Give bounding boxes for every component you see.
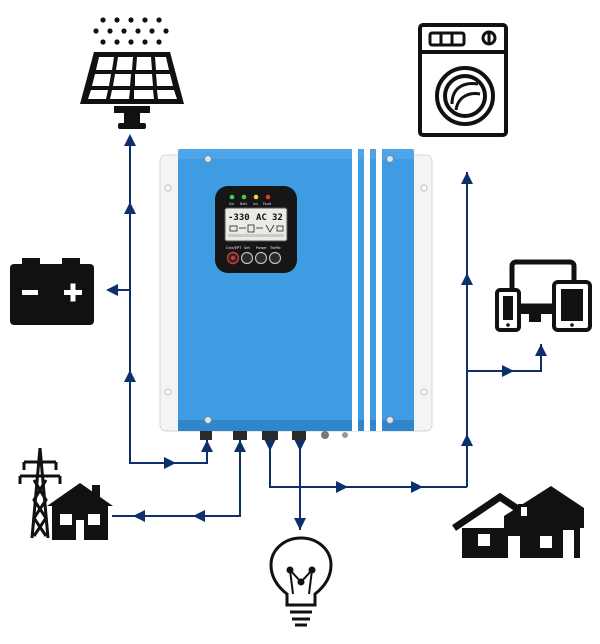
power-button[interactable] bbox=[254, 251, 268, 265]
screw bbox=[386, 416, 394, 424]
button-label-3: Traffic bbox=[269, 246, 281, 250]
led-label-2: Inv bbox=[253, 202, 258, 206]
led-sol bbox=[229, 194, 235, 200]
arrow-up-4 bbox=[234, 440, 246, 452]
grid-line bbox=[112, 440, 241, 517]
led-label-3: Fault bbox=[263, 202, 272, 206]
washing-machine-icon bbox=[418, 23, 508, 137]
arrow-right-2 bbox=[336, 481, 348, 493]
screw bbox=[204, 416, 212, 424]
grid-house-icon bbox=[47, 483, 113, 540]
button-label-2: Power bbox=[256, 246, 267, 250]
arrow-up-6 bbox=[461, 273, 473, 285]
power-grid-icon bbox=[18, 447, 62, 539]
light-bulb-icon bbox=[269, 536, 333, 627]
led-fault bbox=[265, 194, 271, 200]
arrow-up-solar bbox=[124, 134, 136, 146]
led-label-0: Sol bbox=[229, 202, 234, 206]
lcd-value-left: -330 bbox=[228, 213, 250, 223]
devices-icon bbox=[495, 259, 592, 332]
arrow-right-4 bbox=[502, 365, 514, 377]
lcd-flow-icon bbox=[229, 224, 284, 233]
arrow-left-grid bbox=[133, 510, 145, 522]
inverter-unit: Sol Batt Inv Fault -330 AC 32 Grid/EPT S… bbox=[159, 149, 433, 440]
sun-rays-icon bbox=[93, 17, 169, 45]
lcd-screen bbox=[224, 207, 288, 242]
screw bbox=[204, 155, 212, 163]
arrow-left-2 bbox=[193, 510, 205, 522]
screw bbox=[386, 155, 394, 163]
flow-arrows bbox=[106, 134, 547, 530]
battery-icon bbox=[10, 258, 94, 325]
arrow-up-1 bbox=[124, 202, 136, 214]
set-button[interactable] bbox=[240, 251, 254, 265]
solar-panel-icon bbox=[80, 17, 184, 129]
arrow-up-2 bbox=[124, 370, 136, 382]
arrow-down-bulb bbox=[294, 518, 306, 530]
lcd-value-mid: AC bbox=[256, 213, 267, 223]
arrow-up-washer bbox=[461, 172, 473, 184]
arrow-left-battery bbox=[106, 284, 118, 296]
arrow-right-1 bbox=[164, 457, 176, 469]
led-batt bbox=[241, 194, 247, 200]
arrow-up-5 bbox=[461, 434, 473, 446]
led-inv bbox=[253, 194, 259, 200]
load-bus-line bbox=[269, 440, 467, 488]
arrow-down-1 bbox=[264, 439, 276, 451]
bottom-connectors bbox=[200, 431, 348, 440]
arrow-down-2 bbox=[294, 439, 306, 451]
traffic-button[interactable] bbox=[268, 251, 282, 265]
stripe bbox=[376, 149, 382, 431]
arrow-up-devices bbox=[535, 344, 547, 356]
button-label-0: Grid/EPT bbox=[226, 246, 242, 250]
arrow-right-3 bbox=[411, 481, 423, 493]
stripe bbox=[364, 149, 370, 431]
lcd-value-right: 32 bbox=[272, 213, 283, 223]
button-label-1: Set bbox=[244, 246, 250, 250]
led-label-1: Batt bbox=[240, 202, 248, 206]
houses-icon bbox=[452, 486, 584, 558]
stripe bbox=[352, 149, 358, 431]
arrow-up-3 bbox=[201, 440, 213, 452]
